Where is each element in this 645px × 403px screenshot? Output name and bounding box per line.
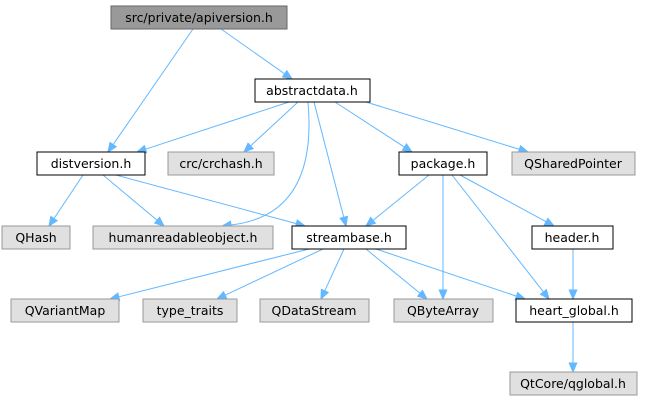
- node-package[interactable]: package.h: [398, 151, 488, 176]
- edge-abstractdata-to-qsharedpointer: [365, 101, 530, 154]
- node-qhash[interactable]: QHash: [1, 225, 71, 250]
- node-qglobal-label: QtCore/qglobal.h: [520, 376, 626, 391]
- node-abstractdata[interactable]: abstractdata.h: [254, 78, 371, 103]
- node-typetraits-label: type_traits: [157, 303, 224, 318]
- node-abstractdata-label: abstractdata.h: [266, 83, 358, 98]
- edge-streambase-to-qbytearray: [365, 248, 428, 300]
- node-heartglobal[interactable]: heart_global.h: [515, 298, 633, 323]
- node-distversion[interactable]: distversion.h: [36, 151, 146, 176]
- node-package-label: package.h: [411, 156, 476, 171]
- edge-distversion-to-streambase: [115, 174, 307, 228]
- node-streambase-label: streambase.h: [306, 230, 392, 245]
- node-qglobal[interactable]: QtCore/qglobal.h: [509, 371, 638, 396]
- node-typetraits[interactable]: type_traits: [142, 298, 238, 323]
- node-qbytearray[interactable]: QByteArray: [393, 298, 494, 323]
- node-qsharedpointer[interactable]: QSharedPointer: [511, 151, 636, 176]
- node-qhash-label: QHash: [15, 230, 56, 245]
- edge-package-to-streambase: [365, 174, 430, 227]
- edge-abstractdata-to-crchash: [243, 101, 299, 153]
- node-qbytearray-label: QByteArray: [407, 303, 480, 318]
- edge-header-to-heartglobal: [568, 249, 578, 301]
- node-apiversion[interactable]: src/private/apiversion.h: [110, 5, 288, 30]
- edge-package-to-qbytearray: [438, 175, 448, 301]
- edge-streambase-to-heartglobal: [375, 248, 527, 301]
- edge-distversion-to-humanreadable: [102, 174, 165, 227]
- node-heartglobal-label: heart_global.h: [529, 303, 619, 318]
- edge-abstractdata-to-streambase: [313, 101, 349, 228]
- node-header[interactable]: header.h: [531, 225, 614, 250]
- node-header-label: header.h: [545, 230, 600, 245]
- edge-streambase-to-typetraits: [215, 248, 324, 300]
- node-crchash-label: crc/crchash.h: [179, 156, 262, 171]
- node-qvariantmap-label: QVariantMap: [25, 303, 106, 318]
- node-qdatastream[interactable]: QDataStream: [259, 298, 370, 323]
- node-humanreadable-label: humanreadableobject.h: [109, 230, 258, 245]
- node-crchash[interactable]: crc/crchash.h: [167, 151, 275, 176]
- dependency-edges: [48, 28, 578, 374]
- edge-package-to-header: [459, 174, 556, 227]
- edge-abstractdata-to-package: [334, 101, 414, 153]
- edge-distversion-to-qhash: [48, 174, 84, 228]
- edge-streambase-to-qdatastream: [320, 248, 345, 301]
- edge-apiversion-to-distversion: [107, 28, 194, 154]
- node-qsharedpointer-label: QSharedPointer: [524, 156, 623, 171]
- node-qdatastream-label: QDataStream: [272, 303, 357, 318]
- node-apiversion-label: src/private/apiversion.h: [125, 10, 273, 25]
- node-humanreadable[interactable]: humanreadableobject.h: [92, 225, 274, 250]
- node-streambase[interactable]: streambase.h: [291, 225, 407, 250]
- edge-apiversion-to-abstractdata: [220, 28, 294, 80]
- edge-heartglobal-to-qglobal: [568, 322, 578, 374]
- node-distversion-label: distversion.h: [51, 156, 132, 171]
- edge-streambase-to-qvariantmap: [108, 248, 310, 302]
- node-qvariantmap[interactable]: QVariantMap: [10, 298, 120, 323]
- edge-abstractdata-to-distversion: [135, 101, 290, 154]
- edge-package-to-heartglobal: [451, 174, 550, 301]
